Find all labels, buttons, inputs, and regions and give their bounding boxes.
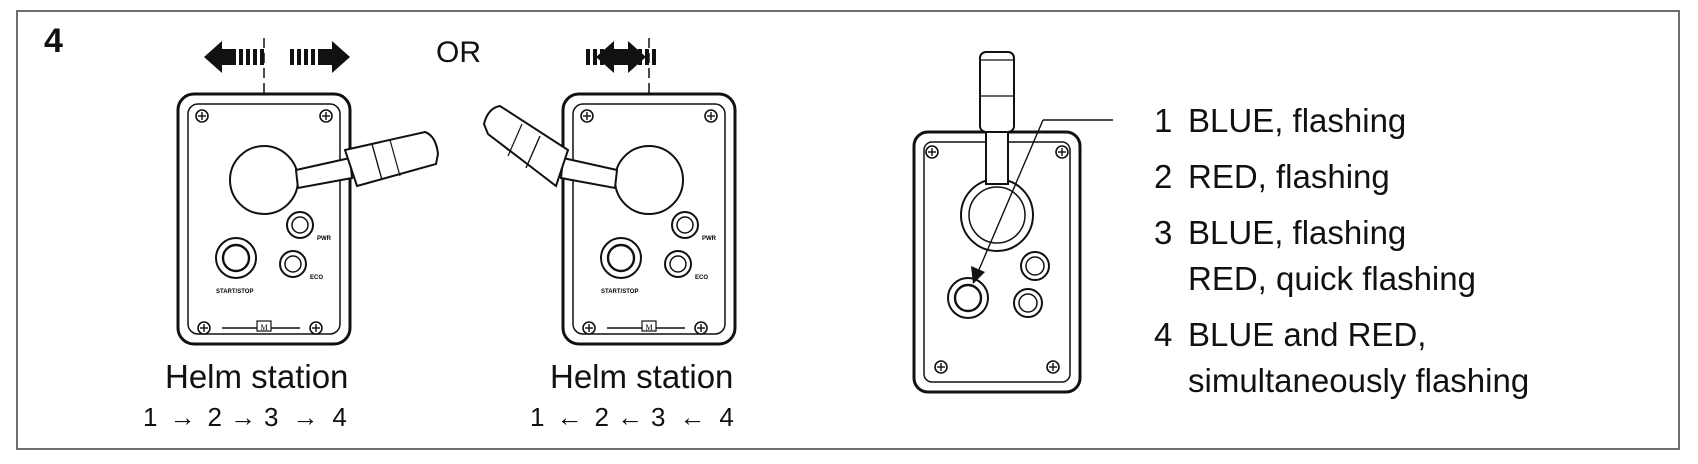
led-state-item: 3 BLUE, flashing RED, quick flashing [1154, 210, 1529, 302]
sequence-step: 4 [332, 402, 347, 432]
start-stop-label: START/STOP [216, 289, 253, 295]
led-state-text: RED, flashing [1188, 158, 1390, 195]
eco-label: ECO [695, 275, 708, 281]
sequence-step: 2 [207, 402, 222, 432]
screw-icon [582, 321, 596, 335]
led-state-text: simultaneously flashing [1188, 362, 1530, 399]
led-state-number: 1 [1154, 102, 1173, 139]
led-state-list: 1 BLUE, flashing 2 RED, flashing 3 BLUE,… [1154, 98, 1529, 414]
screw-icon [1055, 145, 1069, 159]
led-state-number: 3 [1154, 214, 1173, 251]
sequence-arrow-icon: ← [679, 402, 706, 432]
screw-icon [580, 109, 594, 123]
sequence-arrow-icon: → [169, 402, 196, 432]
sequence-arrow-icon: → [229, 402, 256, 432]
sequence-step: 3 [263, 402, 279, 432]
step-number: 4 [44, 22, 63, 60]
double-arrow-right-icon [586, 41, 646, 73]
screw-icon [319, 109, 333, 123]
led-state-text: BLUE and RED, [1188, 316, 1427, 353]
screw-icon [309, 321, 323, 335]
leader-arrow-icon [971, 119, 1113, 284]
helm-panel-left: PWR ECO START/STOP M [176, 38, 440, 346]
sequence-step: 1 [530, 402, 545, 432]
led-state-text: RED, quick flashing [1188, 260, 1476, 297]
helm-panel-right: PWR ECO START/STOP M [482, 38, 737, 346]
pwr-label: PWR [702, 236, 717, 242]
or-label: OR [436, 36, 481, 69]
screw-icon [1046, 360, 1060, 374]
led-state-item: 1 BLUE, flashing [1154, 98, 1529, 144]
svg-text:M: M [260, 323, 267, 332]
screw-icon [925, 145, 939, 159]
sequence-step: 1 [143, 402, 158, 432]
pwr-label: PWR [317, 236, 332, 242]
led-state-item: 4 BLUE and RED, simultaneously flashing [1154, 312, 1529, 404]
screw-icon [195, 109, 209, 123]
start-stop-label: START/STOP [601, 289, 638, 295]
sequence-arrow-icon: ← [616, 402, 643, 432]
indicator-panel [912, 51, 1113, 394]
right-panel-sequence: 1 ← 2 ← 3 ← 4 [530, 402, 734, 433]
double-arrow-left-icon [204, 41, 264, 73]
right-panel-caption: Helm station [550, 358, 734, 395]
figure-frame [16, 10, 1680, 450]
screw-icon [704, 109, 718, 123]
sequence-step: 3 [650, 402, 666, 432]
sequence-arrow-icon: → [292, 402, 319, 432]
sequence-step: 4 [719, 402, 734, 432]
svg-text:M: M [645, 323, 652, 332]
left-panel-caption: Helm station [165, 358, 349, 395]
led-state-text: BLUE, flashing [1188, 214, 1407, 251]
led-state-item: 2 RED, flashing [1154, 154, 1529, 200]
eco-label: ECO [310, 275, 323, 281]
screw-icon [934, 360, 948, 374]
led-state-text: BLUE, flashing [1188, 102, 1407, 139]
led-state-number: 4 [1154, 316, 1173, 353]
sequence-step: 2 [594, 402, 609, 432]
led-state-number: 2 [1154, 158, 1173, 195]
double-arrow-right-icon [290, 41, 350, 73]
left-panel-sequence: 1 → 2 → 3 → 4 [143, 402, 347, 433]
screw-icon [197, 321, 211, 335]
sequence-arrow-icon: ← [556, 402, 583, 432]
screw-icon [694, 321, 708, 335]
